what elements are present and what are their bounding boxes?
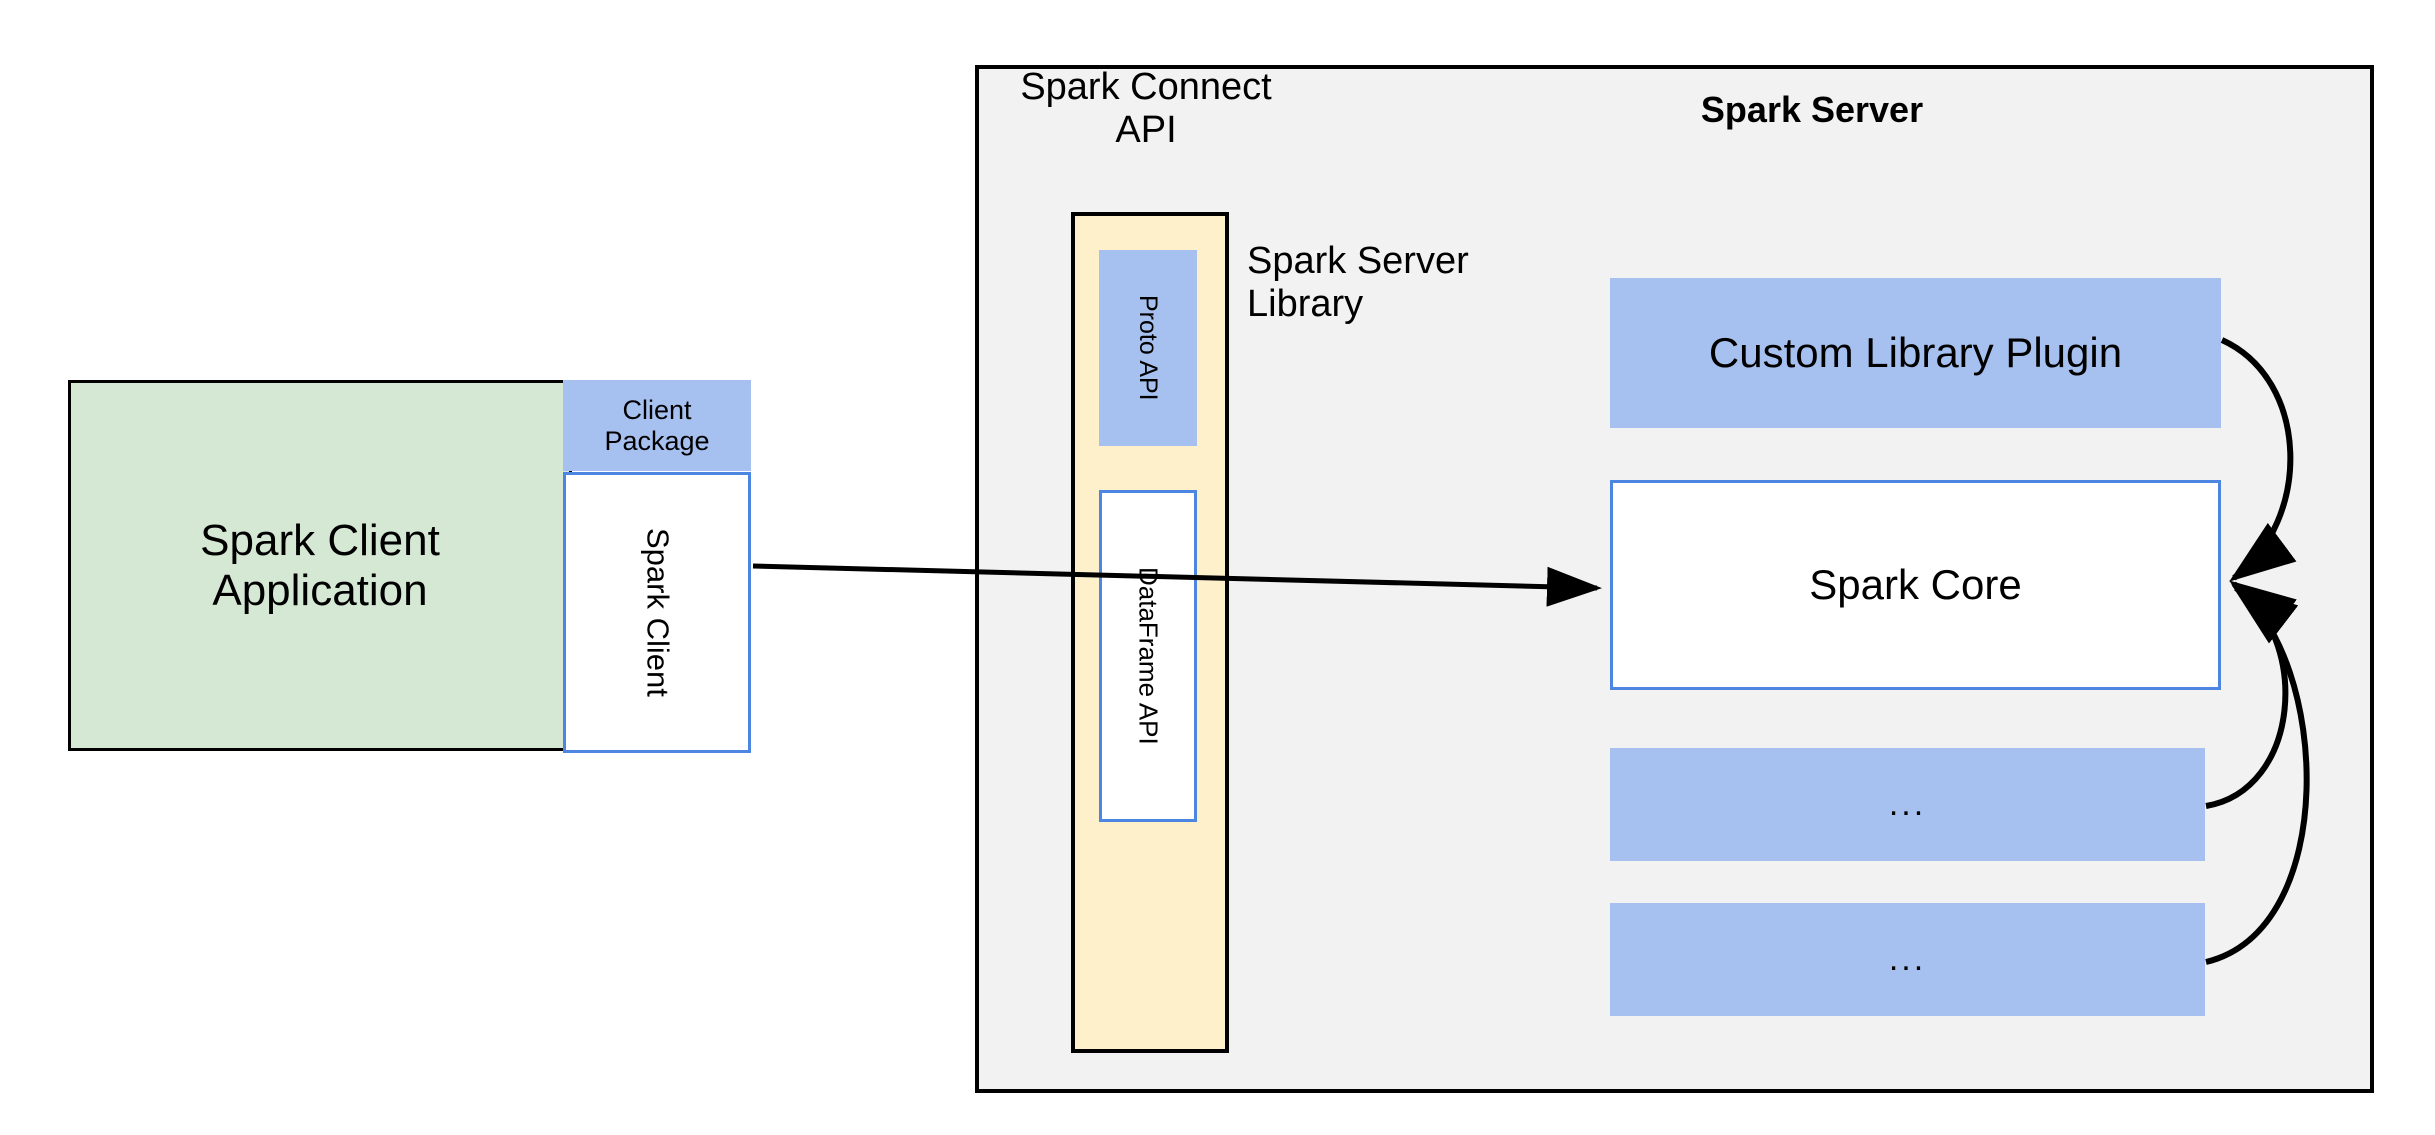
spark-connect-api-label: Spark Connect API <box>1000 66 1292 166</box>
spark-server-title: Spark Server <box>1662 89 1962 146</box>
spark-core-label: Spark Core <box>1809 561 2022 609</box>
spark-client-label: Spark Client <box>640 528 676 697</box>
proto-api-box[interactable]: Proto API <box>1099 250 1197 446</box>
custom-library-plugin-box[interactable]: Custom Library Plugin <box>1610 278 2221 428</box>
spark-server-library-text: Spark Server Library <box>1247 240 1469 325</box>
spark-client-application-box[interactable]: Spark Client Application <box>68 380 572 751</box>
ellipsis-label-2: ... <box>1888 940 1927 979</box>
dataframe-api-label: DataFrame API <box>1133 567 1164 745</box>
custom-library-plugin-label: Custom Library Plugin <box>1708 329 2123 377</box>
ellipsis-box-2[interactable]: ... <box>1610 903 2205 1016</box>
spark-connect-api-text: Spark Connect API <box>1020 66 1272 151</box>
spark-server-library-label: Spark Server Library <box>1247 240 1537 340</box>
ellipsis-label-1: ... <box>1888 785 1927 824</box>
ellipsis-box-1[interactable]: ... <box>1610 748 2205 861</box>
client-package-label: Client Package <box>604 395 710 456</box>
client-package-box[interactable]: Client Package <box>563 380 751 471</box>
spark-client-application-label: Spark Client Application <box>200 516 440 615</box>
proto-api-label: Proto API <box>1134 295 1162 401</box>
spark-server-title-text: Spark Server <box>1700 89 1924 130</box>
spark-core-box[interactable]: Spark Core <box>1610 480 2221 690</box>
dataframe-api-box[interactable]: DataFrame API <box>1099 490 1197 822</box>
spark-client-box[interactable]: Spark Client <box>563 472 751 753</box>
